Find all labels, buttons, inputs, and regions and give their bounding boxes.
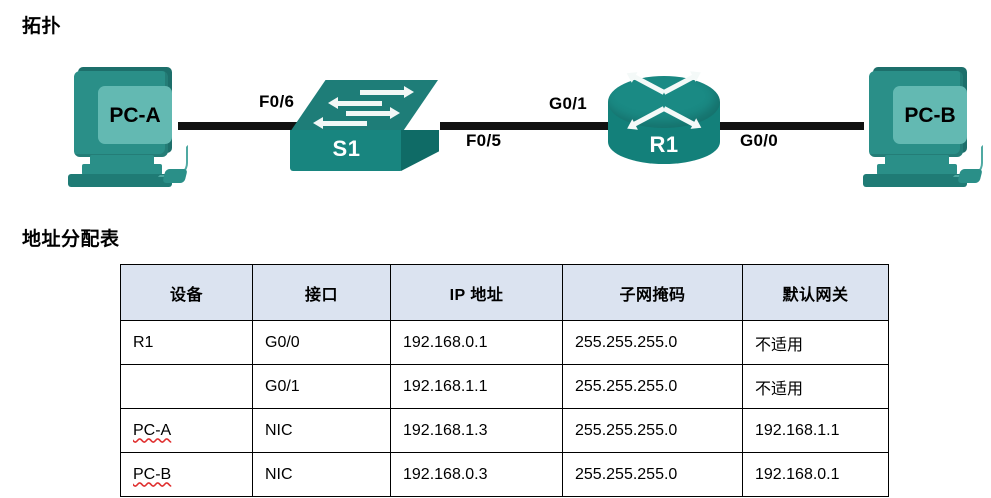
pc-stand-lower [82,164,162,175]
column-header-device: 设备 [120,264,253,321]
pc-screen: PC-A [98,86,172,144]
spellcheck-underline: PC-B [133,465,172,483]
cell-subnet-mask: 255.255.255.0 [562,364,743,409]
switch-front-face [290,130,403,171]
pc-screen: PC-B [893,86,967,144]
cell-ip-address: 192.168.1.1 [390,364,563,409]
pc-monitor-icon: PC-A [74,71,172,157]
pc-monitor-icon: PC-B [869,71,967,157]
cell-interface: G0/1 [252,364,391,409]
column-header-subnet-mask: 子网掩码 [562,264,743,321]
device-router-r1: R1 [608,74,728,180]
cell-subnet-mask: 255.255.255.0 [562,408,743,453]
interface-label-g0-1: G0/1 [549,94,588,113]
cell-ip-address: 192.168.0.3 [390,452,563,497]
device-label-r1: R1 [649,132,679,157]
switch-arrow-left-1 [328,97,382,109]
pc-base [68,174,172,187]
cell-interface: G0/0 [252,320,391,365]
cell-default-gateway: 不适用 [742,320,889,365]
cell-subnet-mask: 255.255.255.0 [562,320,743,365]
network-topology-diagram: F0/6 F0/5 G0/1 G0/0 PC-A S1 R1 [0,52,991,202]
cell-default-gateway: 192.168.0.1 [742,452,889,497]
cell-device [120,364,253,409]
cell-interface: NIC [252,408,391,453]
link-pca-to-s1 [178,122,308,130]
device-pc-b: PC-B [855,65,985,190]
interface-label-f0-5: F0/5 [466,131,502,150]
pc-base [863,174,967,187]
router-top-face [608,76,720,128]
cell-device: PC-A [120,408,253,453]
pc-stand-lower [877,164,957,175]
table-header-row: 设备 接口 IP 地址 子网掩码 默认网关 [120,264,889,321]
device-label-pc-a: PC-A [109,103,161,127]
switch-side-face [401,130,439,171]
switch-arrow-left-2 [313,117,367,129]
device-label-s1: S1 [332,136,361,161]
pc-stand-upper [90,155,154,166]
cell-ip-address: 192.168.1.3 [390,408,563,453]
switch-arrow-right-2 [346,107,400,119]
cell-device: PC-B [120,452,253,497]
cell-default-gateway: 192.168.1.1 [742,408,889,453]
cell-default-gateway: 不适用 [742,364,889,409]
cell-subnet-mask: 255.255.255.0 [562,452,743,497]
cell-interface: NIC [252,452,391,497]
column-header-default-gateway: 默认网关 [742,264,889,321]
link-s1-to-r1 [440,122,622,130]
pc-mouse-icon [162,169,188,183]
spellcheck-underline: PC-A [133,421,172,439]
device-switch-s1: S1 [290,80,455,180]
pc-stand-upper [885,155,949,166]
column-header-interface: 接口 [252,264,391,321]
page-title-topology: 拓扑 [22,16,62,37]
section-title-address-table: 地址分配表 [22,229,120,250]
link-r1-to-pcb [712,122,864,130]
interface-label-f0-6: F0/6 [259,92,295,111]
device-label-pc-b: PC-B [904,103,956,127]
device-pc-a: PC-A [60,65,190,190]
switch-arrow-right-1 [360,86,414,98]
cell-device: R1 [120,320,253,365]
pc-mouse-icon [957,169,983,183]
interface-label-g0-0: G0/0 [740,131,779,150]
column-header-ip-address: IP 地址 [390,264,563,321]
cell-ip-address: 192.168.0.1 [390,320,563,365]
